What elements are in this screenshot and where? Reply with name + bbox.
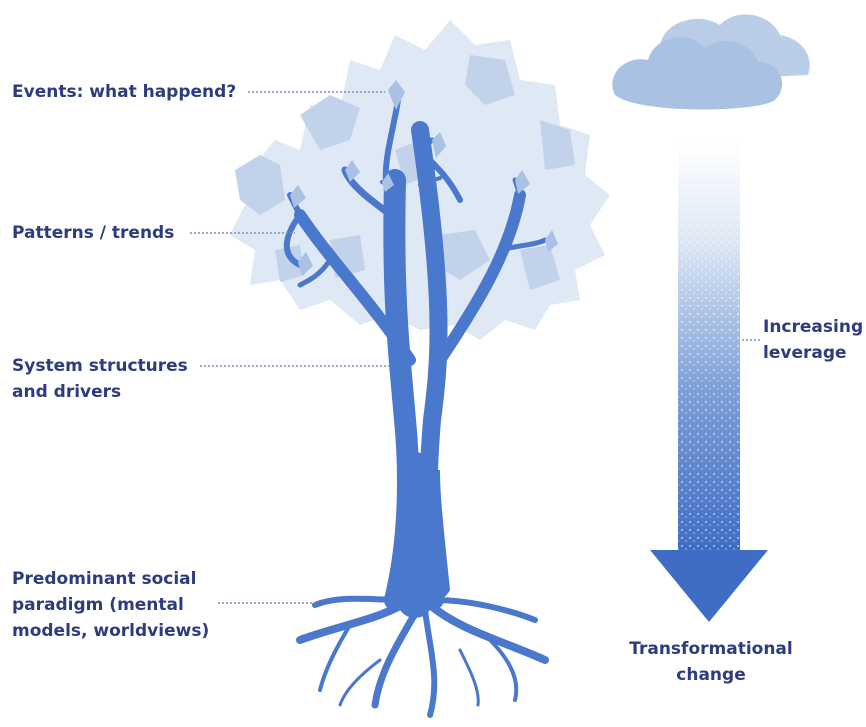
label-events: Events: what happend?	[12, 82, 237, 102]
tree-leaves	[290, 80, 558, 276]
label-structures: System structures and drivers	[12, 356, 188, 402]
down-arrow-icon	[650, 550, 768, 622]
label-paradigm: Predominant social paradigm (mental mode…	[12, 569, 210, 641]
tree-trunk-base	[390, 470, 450, 605]
label-leverage: Increasing leverage	[763, 317, 864, 363]
label-patterns: Patterns / trends	[12, 223, 175, 243]
leader-lines	[190, 91, 760, 604]
cloud-icon	[612, 14, 810, 110]
label-transformation: Transformational change	[629, 639, 793, 685]
